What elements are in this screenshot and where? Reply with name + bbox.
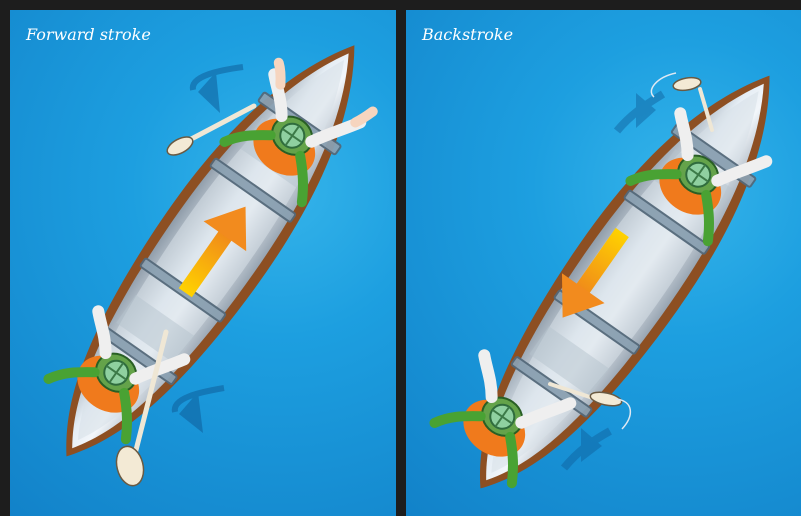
paddle-front — [650, 72, 714, 132]
paddle-front — [166, 103, 257, 156]
forward-stroke-diagram — [43, 45, 378, 487]
forward-stroke-title: Forward stroke — [26, 25, 151, 44]
forward-arrow — [178, 206, 247, 298]
paddler-front — [625, 107, 773, 247]
paddler-front — [219, 57, 378, 208]
paddle-rear — [115, 329, 169, 487]
backstroke-diagram — [429, 72, 773, 489]
paddler-rear — [429, 349, 577, 489]
paddler-rear — [43, 305, 191, 445]
water-motion-top — [189, 64, 244, 113]
water-motion-bottom — [560, 427, 612, 471]
backward-arrow — [561, 227, 629, 318]
forward-stroke-panel: Forward stroke — [10, 10, 396, 516]
paddle-rear — [548, 382, 631, 430]
backstroke-panel: Backstroke — [406, 10, 801, 516]
water-motion-top — [613, 90, 666, 134]
water-motion-bottom — [171, 385, 225, 433]
backstroke-title: Backstroke — [422, 25, 514, 44]
